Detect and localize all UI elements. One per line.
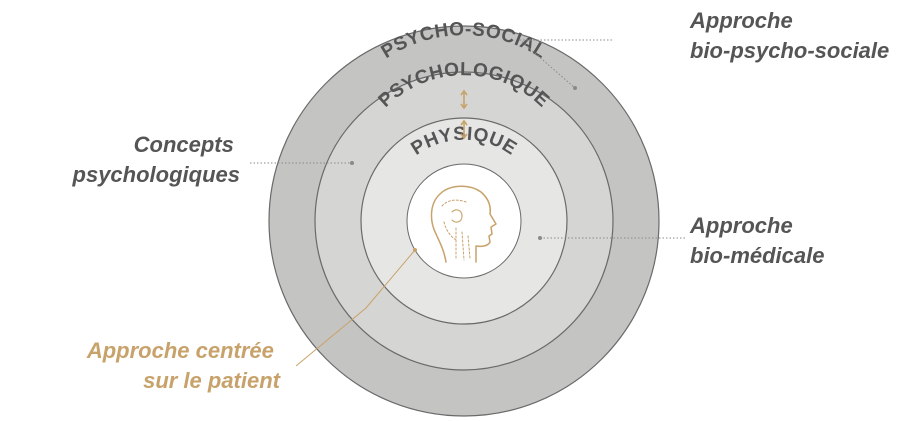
ring-physique-border [360,117,568,325]
label-bio-psycho-sociale-line2: bio-psycho-sociale [690,38,889,63]
leader-marker [350,161,354,165]
label-concepts-line1: Concepts [134,132,234,157]
center-circle-border [406,163,522,279]
label-bio-psycho-sociale-line1: Approche [689,8,793,33]
label-bio-medicale: Approche bio-médicale [689,213,824,268]
label-bio-medicale-line2: bio-médicale [690,243,824,268]
label-concepts-psychologiques: Concepts psychologiques [72,132,240,187]
human-head-profile-icon [430,185,497,263]
leader-marker [413,248,417,252]
label-centree-patient: Approche centrée sur le patient [86,338,282,393]
label-bio-psycho-sociale: Approche bio-psycho-sociale [689,8,889,63]
label-centree-patient-line2: sur le patient [143,368,282,393]
label-bio-medicale-line1: Approche [689,213,793,238]
double-headed-arrow-icon [460,119,468,140]
leader-line-centree-patient [295,249,416,367]
leader-marker [538,236,542,240]
double-headed-arrow-icon [460,89,468,110]
leader-marker [573,86,577,90]
center-circle [407,164,521,278]
leader-line-bio-psycho-sociale [518,39,612,89]
label-concepts-line2: psychologiques [72,162,240,187]
ring-psychologique-border [314,71,614,371]
ring-psycho-social-border [268,25,660,417]
label-centree-patient-line1: Approche centrée [86,338,274,363]
